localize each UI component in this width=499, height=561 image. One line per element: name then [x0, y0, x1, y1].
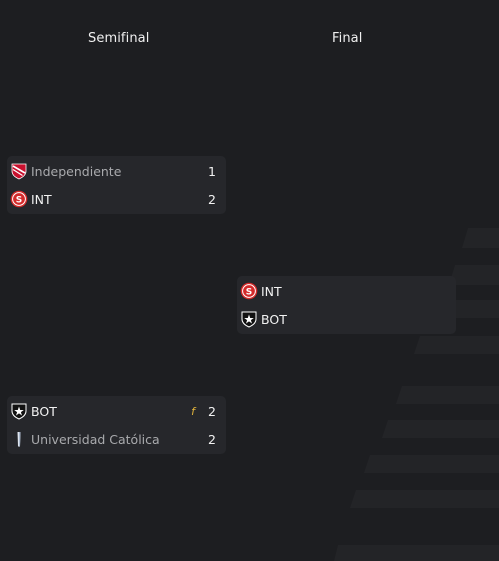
team-row-bot[interactable]: BOT f 2: [7, 398, 226, 424]
team-row-universidad-catolica[interactable]: Universidad Católica 2: [7, 426, 226, 452]
semifinal-match-1[interactable]: Independiente 1 S INT 2: [7, 156, 226, 214]
internacional-crest-icon: S: [10, 190, 28, 208]
semifinal-match-2[interactable]: BOT f 2 Universidad Católica 2: [7, 396, 226, 454]
team-name: INT: [261, 283, 282, 299]
universidad-catolica-crest-icon: [10, 430, 28, 448]
team-name: BOT: [31, 403, 57, 419]
team-row-independiente[interactable]: Independiente 1: [7, 158, 226, 184]
team-name: Universidad Católica: [31, 431, 160, 447]
botafogo-crest-icon: [240, 310, 258, 328]
team-row-int[interactable]: S INT 2: [7, 186, 226, 212]
team-name: INT: [31, 191, 52, 207]
team-row-bot[interactable]: BOT: [237, 306, 456, 332]
semifinal-title: Semifinal: [88, 31, 150, 46]
team-score: 2: [208, 403, 216, 419]
svg-text:S: S: [16, 195, 22, 205]
team-score: 2: [208, 431, 216, 447]
final-match[interactable]: S INT BOT: [237, 276, 456, 334]
team-name: Independiente: [31, 163, 122, 179]
independiente-crest-icon: [10, 162, 28, 180]
team-row-int[interactable]: S INT: [237, 278, 456, 304]
team-score: 1: [208, 163, 216, 179]
team-name: BOT: [261, 311, 287, 327]
internacional-crest-icon: S: [240, 282, 258, 300]
final-title: Final: [332, 31, 363, 46]
aggregate-flag: f: [191, 404, 195, 418]
svg-text:S: S: [246, 287, 252, 297]
botafogo-crest-icon: [10, 402, 28, 420]
team-score: 2: [208, 191, 216, 207]
